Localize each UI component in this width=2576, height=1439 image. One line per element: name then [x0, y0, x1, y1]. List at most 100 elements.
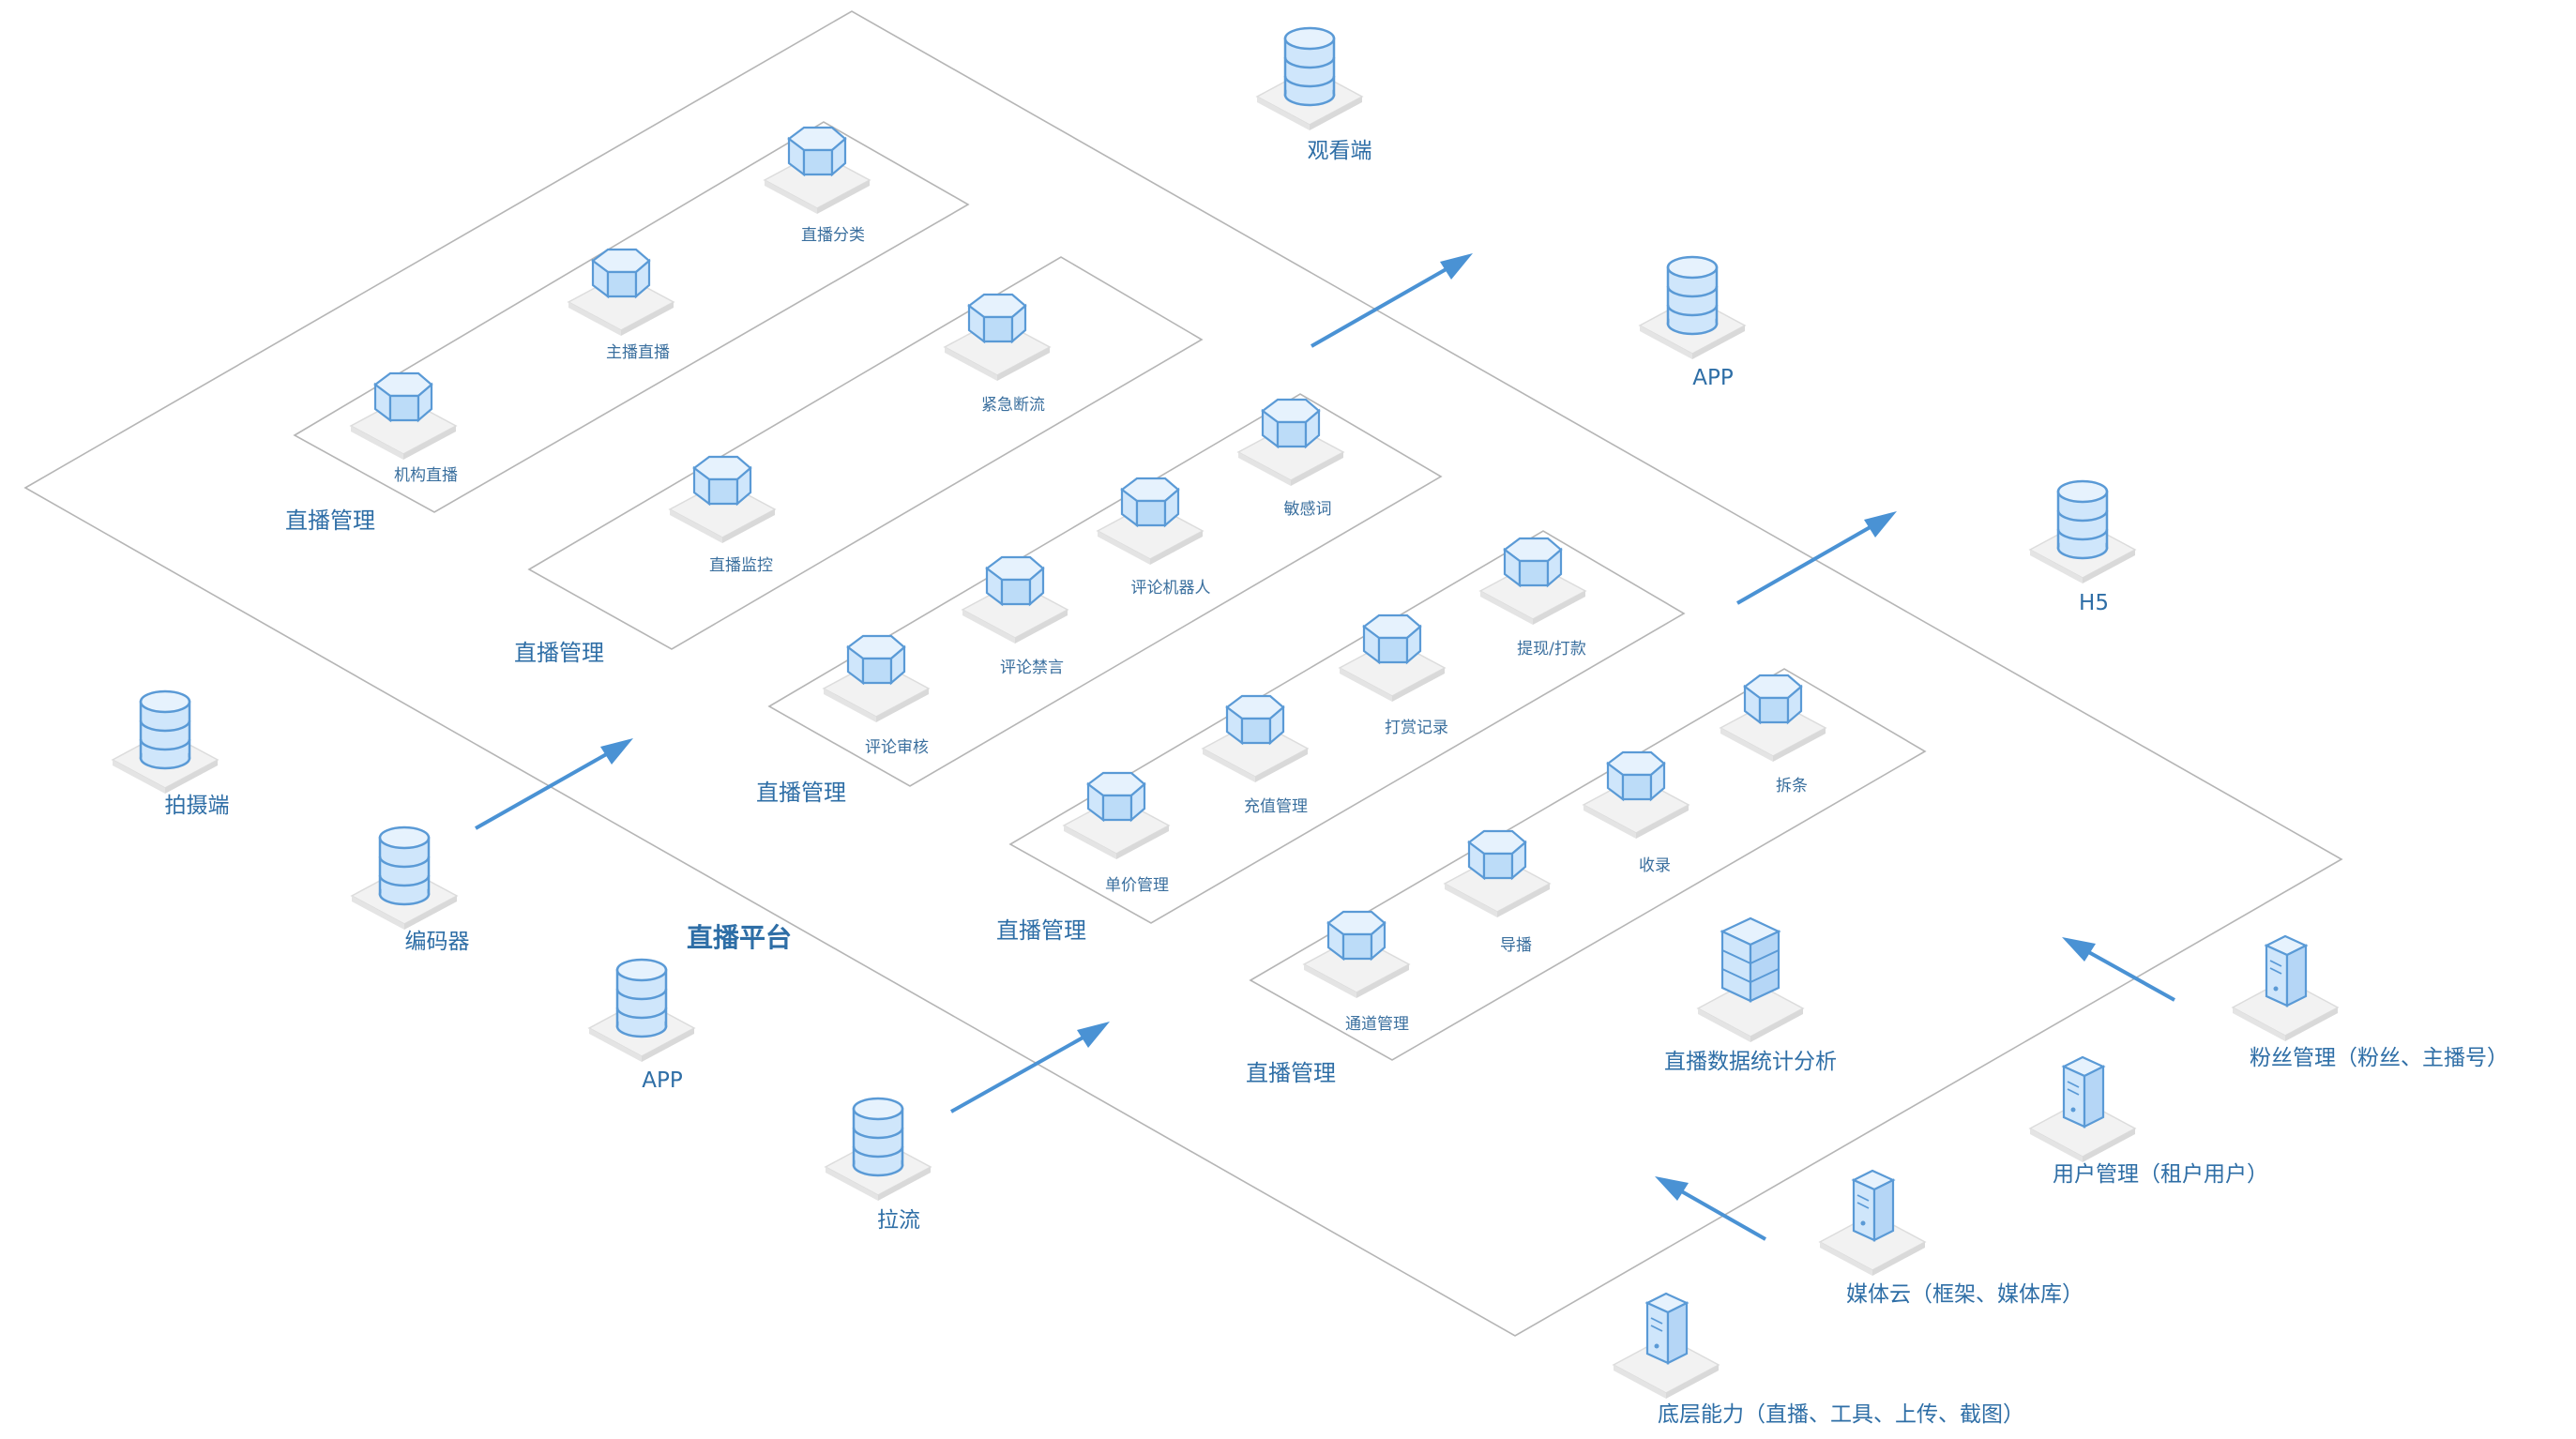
database-icon: [615, 958, 668, 1038]
platform-outline: [23, 10, 2343, 1337]
service-label: 机构直播: [394, 466, 458, 485]
hexagon-cube-icon: [1743, 674, 1803, 724]
backend-foundation-node[interactable]: [1613, 1292, 1720, 1400]
flow-arrow: [475, 738, 633, 830]
cube-stack-icon: [1720, 916, 1780, 1003]
service-label: 评论审核: [865, 738, 929, 757]
endpoint-app-top[interactable]: [1639, 255, 1746, 360]
group-label: 直播管理: [756, 780, 846, 806]
hexagon-cube-icon: [846, 634, 906, 685]
service-node[interactable]: [962, 555, 1068, 644]
endpoint-label: 观看端: [1308, 139, 1372, 163]
hexagon-cube-icon: [985, 555, 1045, 606]
service-label: 敏感词: [1284, 500, 1332, 519]
server-icon: [2062, 1055, 2105, 1128]
service-label: 单价管理: [1105, 876, 1169, 895]
endpoint-label: APP: [642, 1068, 683, 1093]
flow-arrow: [1736, 511, 1897, 605]
service-label: 评论禁言: [1000, 659, 1064, 677]
service-node[interactable]: [1237, 398, 1344, 487]
analytics-label: 直播数据统计分析: [1664, 1050, 1837, 1074]
hexagon-cube-icon: [1467, 829, 1527, 880]
service-node[interactable]: [1202, 694, 1309, 783]
hexagon-cube-icon: [1225, 694, 1285, 745]
hexagon-cube-icon: [373, 371, 433, 422]
service-node[interactable]: [1303, 910, 1410, 999]
service-label: 直播分类: [801, 226, 865, 245]
service-label: 通道管理: [1345, 1015, 1409, 1034]
database-icon: [1666, 255, 1719, 336]
endpoint-camera[interactable]: [112, 689, 219, 795]
service-node[interactable]: [350, 371, 457, 461]
hexagon-cube-icon: [1362, 613, 1422, 664]
backend-label: 媒体云（框架、媒体库）: [1846, 1282, 2084, 1307]
endpoint-label: APP: [1692, 366, 1734, 390]
service-label: 紧急断流: [981, 396, 1045, 415]
service-node[interactable]: [1097, 477, 1204, 566]
service-node[interactable]: [1720, 674, 1826, 763]
database-icon: [852, 1097, 904, 1177]
flow-arrow: [1655, 1176, 1766, 1241]
analytics-node[interactable]: [1697, 916, 1804, 1043]
database-icon: [139, 689, 191, 770]
service-label: 打赏记录: [1385, 719, 1448, 737]
server-icon: [1852, 1169, 1895, 1242]
hexagon-cube-icon: [1503, 537, 1563, 587]
hexagon-cube-icon: [692, 455, 752, 506]
endpoint-label: 编码器: [405, 930, 470, 954]
endpoint-label: 拉流: [877, 1208, 920, 1233]
backend-label: 粉丝管理（粉丝、主播号）: [2250, 1046, 2508, 1070]
service-label: 主播直播: [606, 343, 670, 362]
service-node[interactable]: [568, 248, 674, 337]
hexagon-cube-icon: [1261, 398, 1321, 448]
server-icon: [1645, 1292, 1689, 1365]
endpoint-viewer[interactable]: [1256, 26, 1363, 131]
group-label: 直播管理: [1246, 1060, 1336, 1086]
service-label: 评论机器人: [1131, 579, 1211, 598]
backend-label: 用户管理（租户用户）: [2053, 1162, 2268, 1187]
flow-arrow: [950, 1022, 1110, 1113]
flow-arrow: [2062, 937, 2175, 1002]
group-plate-1: [293, 121, 970, 513]
service-label: 直播监控: [709, 556, 773, 575]
service-node[interactable]: [944, 293, 1051, 382]
service-node[interactable]: [1063, 771, 1170, 860]
backend-fans-node[interactable]: [2232, 934, 2339, 1042]
hexagon-cube-icon: [967, 293, 1027, 343]
service-label: 收录: [1639, 856, 1671, 875]
group-plate-2: [527, 256, 1204, 650]
service-node[interactable]: [1444, 829, 1551, 918]
endpoint-app-bottom[interactable]: [588, 958, 695, 1063]
service-node[interactable]: [669, 455, 776, 544]
hexagon-cube-icon: [1120, 477, 1180, 527]
backend-users-node[interactable]: [2029, 1055, 2136, 1163]
service-node[interactable]: [823, 634, 930, 723]
platform-title: 直播平台: [687, 922, 792, 953]
server-icon: [2265, 934, 2308, 1007]
backend-media-cloud-node[interactable]: [1819, 1169, 1926, 1277]
database-icon: [1283, 26, 1336, 107]
endpoint-h5[interactable]: [2029, 479, 2136, 584]
group-plate-5: [1249, 668, 1927, 1061]
hexagon-cube-icon: [1086, 771, 1146, 822]
service-node[interactable]: [1479, 537, 1586, 626]
service-node[interactable]: [1339, 613, 1446, 703]
backend-label: 底层能力（直播、工具、上传、截图）: [1658, 1402, 2024, 1427]
service-label: 拆条: [1776, 777, 1808, 795]
endpoint-label: 拍摄端: [165, 794, 230, 818]
service-node[interactable]: [1583, 750, 1690, 840]
hexagon-cube-icon: [787, 126, 847, 176]
group-label: 直播管理: [285, 507, 375, 534]
hexagon-cube-icon: [1326, 910, 1386, 961]
database-icon: [2056, 479, 2109, 560]
endpoint-pull-stream[interactable]: [825, 1097, 932, 1202]
hexagon-cube-icon: [1606, 750, 1666, 801]
endpoint-encoder[interactable]: [351, 826, 458, 931]
hexagon-cube-icon: [591, 248, 651, 298]
group-label: 直播管理: [514, 640, 604, 666]
service-node[interactable]: [764, 126, 871, 215]
service-label: 导播: [1500, 936, 1532, 955]
service-label: 充值管理: [1244, 797, 1308, 816]
database-icon: [378, 826, 431, 906]
